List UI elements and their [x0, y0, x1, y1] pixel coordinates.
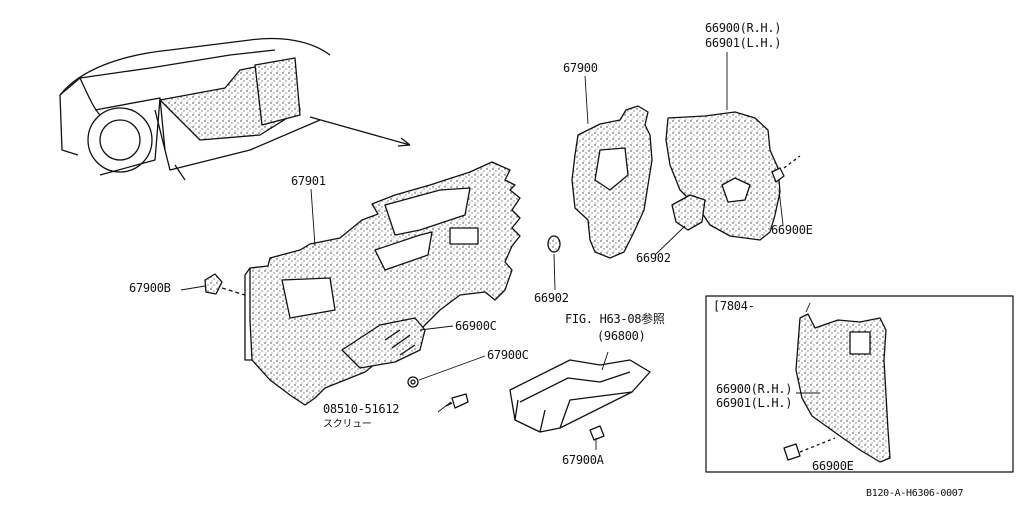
- drawing-number: B120-A-H6306-0007: [866, 488, 964, 499]
- label-66902-a: 66902: [636, 251, 671, 265]
- clip-67900c: [407, 376, 419, 388]
- label-08510: 08510-51612: [323, 402, 400, 416]
- grommet-66902-left: [547, 235, 561, 253]
- clip-66900e-top: [771, 167, 785, 183]
- label-66902-b: 66902: [534, 291, 569, 305]
- leader-lines: [180, 52, 784, 450]
- label-inset-66900: 66900(R.H.): [716, 382, 793, 396]
- screw-67900a: [589, 425, 605, 441]
- label-inset-title: [7804-: [713, 299, 755, 313]
- vehicle-sketch: [59, 37, 331, 181]
- panel-opening-small: [449, 227, 479, 245]
- inset-panel-66900: [795, 313, 891, 463]
- label-66900c: 66900C: [455, 319, 497, 333]
- label-66900-rh: 66900(R.H.): [705, 21, 782, 35]
- panel-opening-low: [281, 277, 336, 319]
- panel-67901: [249, 161, 521, 406]
- inset-clip-66900e: [783, 443, 801, 461]
- label-67900b: 67900B: [129, 281, 171, 295]
- label-fig-ref-part: (96800): [597, 329, 646, 343]
- clip-67900b: [204, 273, 223, 295]
- screw-08510: [451, 393, 469, 409]
- panel-opening-top: [384, 187, 471, 236]
- label-inset-66900e: 66900E: [812, 459, 854, 473]
- panel-66900: [665, 111, 781, 241]
- label-08510-screw: スクリュー: [323, 419, 372, 430]
- pad-66902: [671, 194, 706, 231]
- inset-box: [705, 295, 1014, 473]
- label-66901-lh: 66901(L.H.): [705, 36, 782, 50]
- label-67901: 67901: [291, 174, 326, 188]
- label-67900a: 67900A: [562, 453, 604, 467]
- direction-arrow: [309, 116, 411, 146]
- label-fig-ref: FIG. H63-08参照: [565, 312, 665, 326]
- label-67900c: 67900C: [487, 348, 529, 362]
- panel-opening-mid: [374, 231, 433, 271]
- label-66900e-top: 66900E: [771, 223, 813, 237]
- tray-96800: [509, 359, 651, 433]
- label-inset-66901: 66901(L.H.): [716, 396, 793, 410]
- cover-66900c: [341, 317, 426, 369]
- label-67900: 67900: [563, 61, 598, 75]
